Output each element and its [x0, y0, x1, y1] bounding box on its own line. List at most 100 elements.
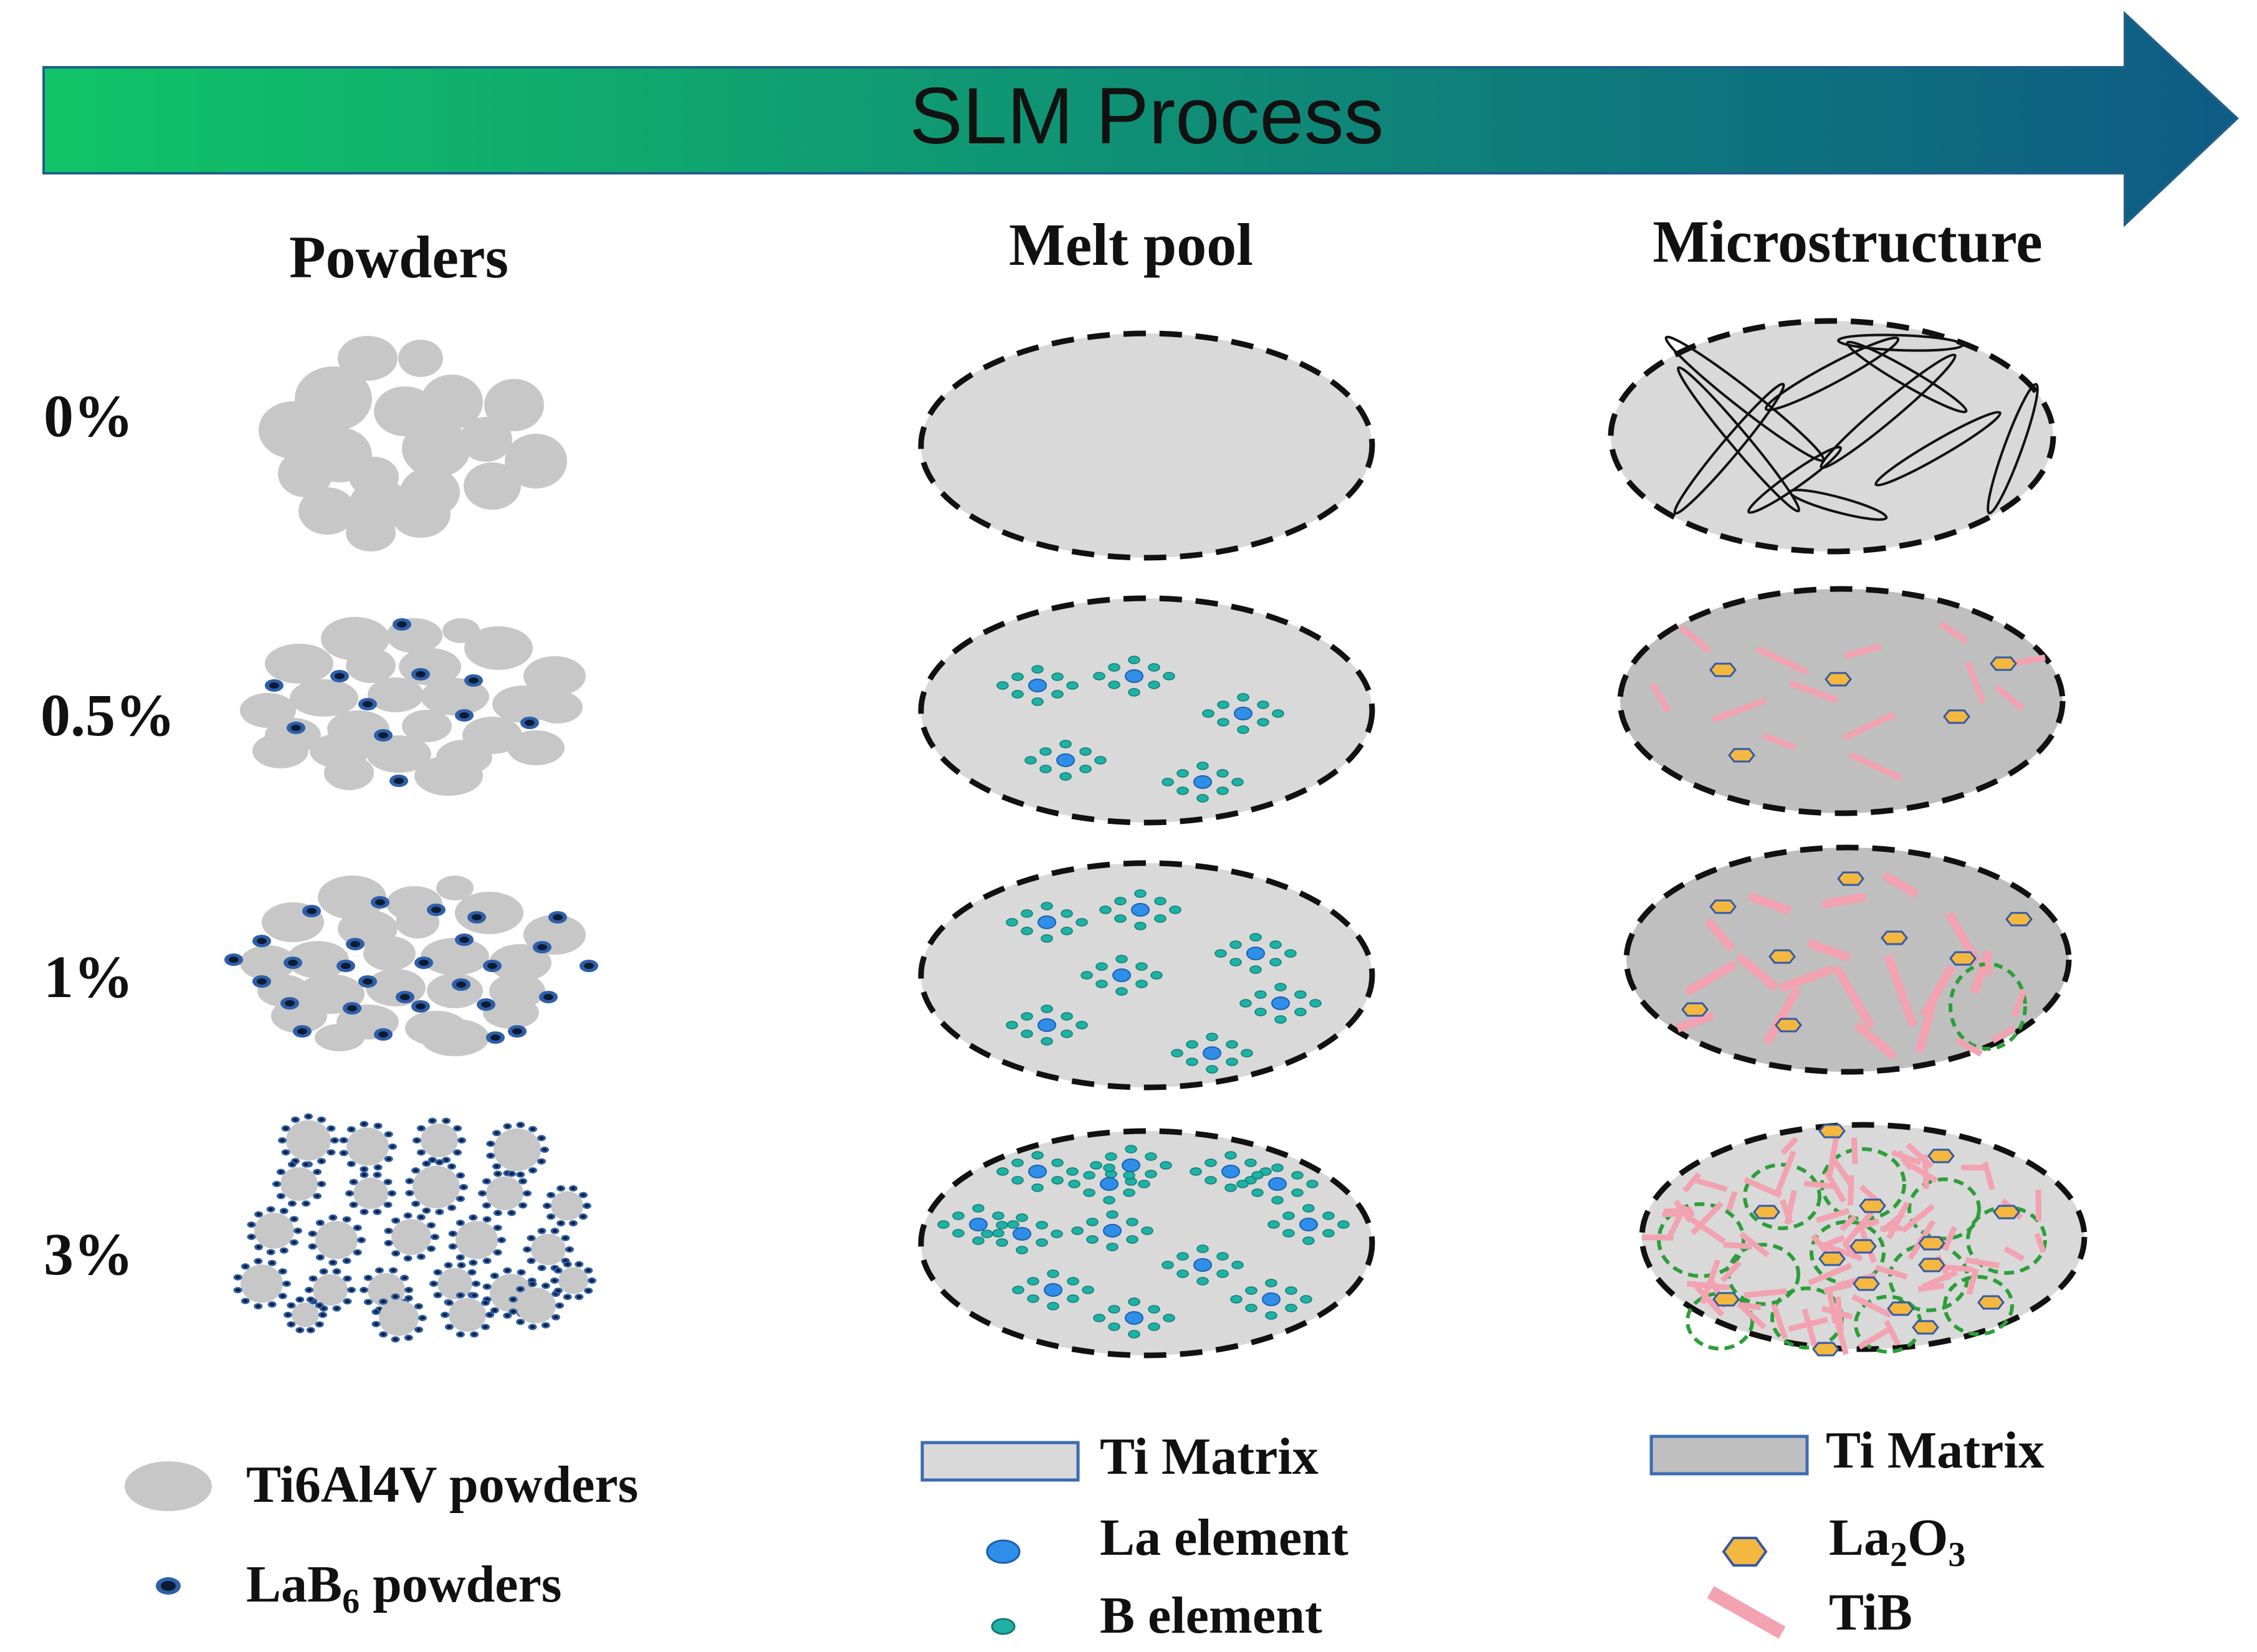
la-element	[1125, 669, 1143, 683]
ti6al4v-particle	[287, 941, 349, 978]
lab6-core	[458, 1173, 463, 1177]
b-element	[1076, 918, 1088, 927]
b-element	[1249, 933, 1262, 942]
tib-whisker	[1690, 1201, 1724, 1236]
lab6-core	[416, 1003, 426, 1010]
lab6-core	[390, 1145, 395, 1148]
lab6-core	[495, 1251, 500, 1254]
b-element	[1068, 1180, 1081, 1188]
lab6-core	[529, 1236, 533, 1240]
lab6-core	[543, 1284, 548, 1287]
la-element	[1056, 753, 1075, 767]
b-element	[1244, 1158, 1257, 1167]
lab6-core	[556, 1269, 561, 1272]
la-element	[1203, 1046, 1221, 1060]
b-element	[1041, 1005, 1053, 1013]
b-element	[1254, 1008, 1267, 1016]
lab6-core	[317, 1322, 322, 1326]
tib-whisker	[1818, 1241, 1861, 1261]
tib-whisker	[1711, 697, 1767, 723]
b-element	[1229, 940, 1242, 949]
tib-whisker	[1921, 1269, 1958, 1290]
lab6-core	[285, 1000, 295, 1006]
ti6al4v-particle	[290, 679, 358, 717]
lab6-core	[328, 1127, 333, 1130]
la-element	[1103, 1224, 1122, 1238]
b-element	[1322, 1211, 1335, 1220]
ti6al4v-particle	[507, 730, 565, 765]
b-element	[1186, 1040, 1198, 1049]
lab6-core	[416, 671, 426, 677]
b-element	[1169, 905, 1181, 914]
lab6-core	[419, 1215, 424, 1219]
lab6-core	[576, 1295, 581, 1299]
b-element	[1076, 1021, 1088, 1029]
b-element	[1163, 672, 1175, 680]
ti6al4v-particle	[484, 379, 544, 431]
ti6al4v-particle	[421, 1124, 458, 1157]
tib-whisker	[1762, 986, 1802, 1045]
b-element	[1267, 1220, 1280, 1229]
b-element	[1006, 918, 1018, 927]
b-element	[1071, 1226, 1084, 1235]
ti6al4v-particle	[240, 693, 296, 728]
la2o3-particle	[2005, 912, 2033, 927]
b-element	[1271, 1163, 1284, 1172]
lab6-core	[567, 1248, 572, 1251]
lab6-core	[419, 960, 429, 966]
microstructure-1pct	[1623, 844, 2072, 1075]
ti6al4v-particle	[421, 1019, 489, 1056]
b-element	[1291, 1188, 1304, 1197]
lab6-core	[585, 1204, 589, 1208]
b-element	[1123, 1171, 1135, 1180]
melt-pool-0pct	[918, 330, 1375, 561]
tib-whisker	[1682, 1172, 1702, 1193]
b-element	[1011, 1176, 1024, 1185]
lab6-core	[350, 941, 360, 947]
tib-whisker	[1691, 1280, 1725, 1317]
lab6-core	[413, 1168, 418, 1172]
melt-pool-3pct	[918, 1128, 1375, 1358]
tib-whisker	[1839, 1214, 1858, 1232]
legend-melt-pool: Ti Matrix La element B element	[920, 1428, 1348, 1645]
lab6-core	[236, 1276, 241, 1279]
lab6-core	[419, 1127, 424, 1130]
la2o3-particle	[1728, 748, 1755, 763]
lab6-core	[431, 907, 441, 913]
lab6-core	[386, 1157, 391, 1161]
lab6-core	[386, 1132, 391, 1136]
b-element	[1021, 1012, 1033, 1021]
legend-lab6-label: LaB6 powders	[246, 1555, 561, 1621]
b-element	[1186, 1058, 1198, 1066]
b-element	[1245, 1304, 1257, 1312]
lab6-core	[511, 1310, 515, 1314]
la2o3-particle	[1775, 1018, 1802, 1033]
lab6-core	[315, 1170, 320, 1174]
b-element	[1138, 1180, 1150, 1188]
b-element	[1216, 1252, 1229, 1261]
lab6-core	[518, 1287, 523, 1291]
b-element	[1103, 1196, 1115, 1205]
ti6al4v-particle	[437, 1268, 472, 1300]
la-element	[1246, 947, 1265, 960]
melt-pool-0.5pct	[918, 595, 1375, 826]
b-element	[1205, 1158, 1217, 1167]
lab6-core	[420, 1316, 425, 1320]
la-element	[1268, 1177, 1287, 1191]
tib-whisker	[1826, 1132, 1840, 1179]
b-element	[1274, 1015, 1287, 1024]
tib-whisker	[1900, 1203, 1935, 1233]
b-element	[1231, 1261, 1244, 1269]
lab6-core	[429, 1247, 434, 1251]
ti6al4v-particle	[292, 1302, 319, 1327]
legend-microstructure: Ti Matrix La2O3 TiB	[1649, 1421, 2045, 1641]
lab6-core	[447, 1325, 452, 1329]
tib-whisker	[1739, 1231, 1770, 1258]
lab6-core	[470, 1271, 474, 1274]
b-element	[1217, 700, 1229, 709]
lab6-core	[446, 1263, 451, 1267]
la2o3-particle	[1927, 1148, 1955, 1163]
b-element	[1061, 927, 1073, 935]
lab6-core	[557, 1304, 562, 1307]
la2o3-particle	[1918, 1236, 1945, 1251]
